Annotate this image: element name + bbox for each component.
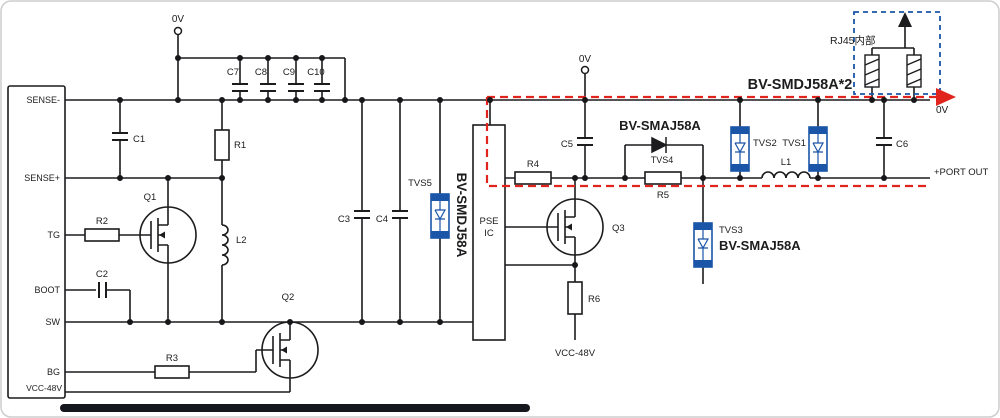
label-r3: R3: [166, 353, 178, 364]
rj45-internal-label: RJ45内部: [830, 34, 876, 47]
label-c3: C3: [338, 214, 350, 225]
label-c1: C1: [133, 134, 145, 145]
surge-path-arrow-icon: [936, 88, 956, 106]
net-label-vcc-bottom: VCC-48V: [555, 348, 596, 359]
label-c7: C7: [227, 67, 239, 78]
label-tvs5: TVS5: [408, 178, 432, 189]
label-r1: R1: [234, 140, 246, 151]
rj45-winding-left: [864, 54, 880, 88]
annotation-bv-smaj58a-tvs4: BV-SMAJ58A: [619, 118, 701, 133]
label-c6: C6: [896, 139, 908, 150]
pin-label-tg: TG: [48, 230, 61, 240]
pin-label-vcc: VCC-48V: [26, 383, 62, 393]
annotation-bv-smaj58a-tvs3: BV-SMAJ58A: [719, 238, 801, 253]
inductor-l2: [221, 224, 229, 266]
resistor-r5: [644, 171, 682, 185]
pse-ic-body: [472, 124, 506, 341]
pse-ic-label-line2: IC: [484, 228, 494, 239]
label-c8: C8: [255, 67, 267, 78]
surge-path-highlight: [485, 95, 936, 188]
tvs-tvs3: [693, 222, 713, 268]
label-r2: R2: [96, 216, 108, 227]
label-tvs3: TVS3: [719, 225, 743, 236]
rj45-winding-right: [906, 54, 922, 88]
pin-label-bg: BG: [47, 367, 60, 377]
label-l2: L2: [236, 235, 247, 246]
annotation-bv-smdj58a-x2: BV-SMDJ58A*2: [748, 77, 853, 93]
label-q2: Q2: [282, 292, 295, 303]
rj45-internal-box: [853, 11, 941, 95]
label-c10: C10: [307, 67, 324, 78]
tvs-tvs1: [808, 126, 828, 172]
resistor-r3: [154, 365, 190, 379]
label-l1: L1: [781, 157, 792, 168]
pin-label-sense-minus: SENSE-: [26, 95, 60, 105]
label-c4: C4: [376, 214, 388, 225]
tvs-tvs4-diode: [651, 136, 668, 154]
inductor-l1: [761, 171, 811, 179]
tvs-tvs2: [730, 126, 750, 172]
net-label-0v-top: 0V: [172, 14, 185, 25]
resistor-r1: [214, 129, 230, 161]
net-label-port-out: +PORT OUT: [934, 167, 988, 178]
annotation-bv-smdj58a-vertical: BV-SMDJ58A: [454, 173, 469, 258]
tvs-tvs5: [430, 193, 450, 239]
up-arrow-icon: [898, 12, 912, 27]
label-c5: C5: [561, 139, 573, 150]
label-q1: Q1: [144, 192, 157, 203]
pin-label-sense-plus: SENSE+: [24, 173, 60, 183]
label-tvs1: TVS1: [782, 138, 806, 149]
label-c9: C9: [283, 67, 295, 78]
label-tvs2: TVS2: [753, 138, 777, 149]
label-r6: R6: [588, 294, 600, 305]
pin-label-boot: BOOT: [34, 285, 60, 295]
terminal-0v-mid: [580, 65, 590, 75]
label-r4: R4: [527, 159, 539, 170]
label-tvs4: TVS4: [651, 155, 674, 165]
pin-label-sw: SW: [46, 317, 61, 327]
label-r5: R5: [657, 190, 669, 201]
net-label-0v-mid: 0V: [579, 54, 592, 65]
left-connector-block: [7, 85, 66, 399]
junction-dots: [117, 55, 917, 325]
pse-ic-label-line1: PSE: [479, 216, 498, 227]
resistor-r6: [567, 281, 583, 315]
circuit-wiring: [65, 27, 930, 393]
label-c2: C2: [96, 269, 108, 280]
bottom-divider-bar: [60, 404, 530, 412]
terminal-0v-top: [173, 26, 183, 36]
net-label-0v-right: 0V: [936, 105, 949, 116]
label-q3: Q3: [612, 223, 625, 234]
resistor-r2: [84, 228, 120, 242]
resistor-r4: [514, 171, 552, 185]
